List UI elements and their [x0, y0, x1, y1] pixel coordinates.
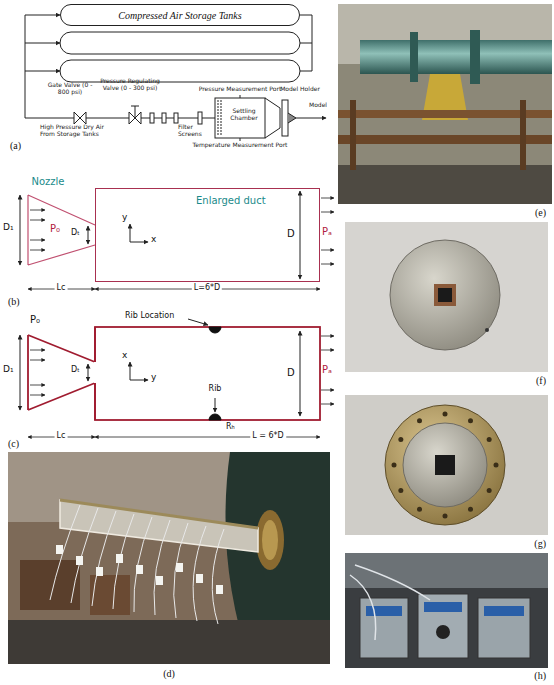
- duct-sketch-b: [20, 191, 334, 289]
- valve-label: Gate Valve (0 - 800 psi): [45, 82, 95, 95]
- photo-test-section: [8, 452, 330, 664]
- axis-label: x: [151, 235, 156, 245]
- dimension-label: Dₜ: [71, 366, 80, 375]
- pressure-label: P₀: [30, 314, 40, 325]
- model-label: Model: [309, 102, 327, 109]
- photo-model-plate: [345, 222, 548, 372]
- valve-label: Pressure Regulating Valve (0 - 300 psi): [99, 78, 161, 91]
- photo-wind-tunnel: [338, 4, 552, 204]
- screen-label: Filter Screens: [178, 124, 212, 137]
- panel-label: (a): [10, 140, 21, 151]
- part-label: Nozzle: [31, 176, 64, 187]
- dimension-label: Dₜ: [71, 229, 80, 238]
- inlet-label: High Pressure Dry Air From Storage Tanks: [40, 124, 116, 137]
- pressure-label: Pₐ: [322, 226, 332, 237]
- node-label: Compressed Air Storage Tanks: [118, 10, 241, 21]
- rib-height-label: Rₕ: [226, 423, 235, 432]
- pressure-label: Pₐ: [322, 364, 332, 375]
- panel-label: (h): [534, 670, 546, 681]
- duct-sketch-c: [20, 319, 334, 437]
- panel-label: (d): [163, 668, 175, 679]
- air-supply-schematic: [25, 15, 326, 141]
- chamber-label: Settling Chamber: [225, 108, 263, 121]
- dimension-label: D₁: [3, 365, 14, 375]
- panel-label: (f): [536, 375, 546, 386]
- dimension-label: D₁: [3, 223, 14, 233]
- dimension-label: D: [287, 367, 295, 378]
- photo-instrumentation: [345, 553, 548, 668]
- port-label: Pressure Measurement Port: [199, 86, 282, 93]
- panel-label: (e): [535, 207, 546, 218]
- rib-label: Rib Location: [125, 312, 174, 321]
- holder-label: Model Holder: [280, 86, 320, 93]
- panel-label: (c): [8, 438, 19, 449]
- axis-label: y: [151, 373, 156, 383]
- dimension-label: D: [287, 228, 295, 239]
- panel-label: (g): [534, 538, 546, 549]
- pressure-label: P₀: [50, 223, 60, 234]
- panel-label: (b): [8, 296, 20, 307]
- dimension-label: L = 6*D: [250, 432, 286, 441]
- node-label: Enlarged duct: [196, 195, 319, 206]
- enlarged-duct: Enlarged duct: [95, 188, 320, 282]
- port-label: Temperature Measurement Port: [193, 142, 288, 149]
- dimension-label: Lc: [55, 432, 68, 441]
- photo-model-holder: [345, 395, 548, 535]
- axis-label: x: [122, 351, 127, 361]
- storage-tank: Compressed Air Storage Tanks: [60, 4, 300, 26]
- axis-label: y: [122, 213, 127, 223]
- dimension-label: L=6*D: [192, 284, 222, 293]
- rib-label: Rib: [209, 385, 222, 394]
- dimension-label: Lc: [55, 284, 68, 293]
